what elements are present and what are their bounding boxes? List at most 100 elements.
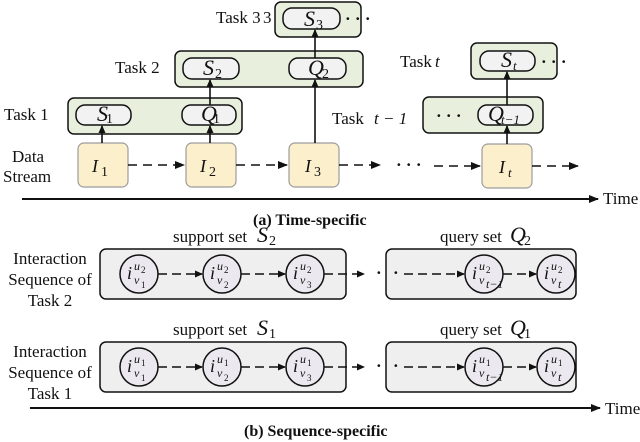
row-task-1-query-node-1-user-symbol: u (479, 352, 485, 366)
row-task-2-label-line-3: Task 2 (28, 291, 73, 310)
task-t-minus-1-query-sub: t−1 (501, 112, 520, 127)
task-t-ellipsis: · · · (541, 52, 567, 71)
task-t-support-sub: t (513, 58, 517, 73)
data-node-2-symbol: I (199, 156, 207, 176)
row-task-2-query-label: query set (440, 227, 502, 246)
row-task-2-query-node-1-user-sub: 2 (486, 265, 491, 275)
row-task-2-support-sub: 2 (269, 234, 276, 249)
row-task-2-label-line-1: Interaction (13, 249, 87, 268)
task-t-support-symbol: S (501, 47, 512, 72)
row-task-1-query-label: query set (440, 320, 502, 339)
row-task-2-support-node-1-item-v-sub: 1 (141, 280, 146, 290)
row-task-2-ellipsis-2: · (393, 263, 399, 282)
data-node-3-sub: 3 (314, 165, 321, 180)
task-1-support-symbol: S (97, 101, 108, 126)
caption-a: (a) Time-specific (253, 212, 367, 229)
row-task-1-ellipsis: · (376, 356, 382, 375)
data-node-1-sub: 1 (101, 165, 108, 180)
row-task-1-support-symbol: S (257, 315, 268, 340)
data-node-1-symbol: I (91, 156, 99, 176)
row-task-1-support-node-3-item-v-sub: 3 (307, 373, 312, 383)
data-stream-label-line1: Data (12, 147, 45, 166)
time-axis-b-label: Time (605, 399, 640, 418)
row-task-2-support-node-3-item-v: v (300, 273, 306, 287)
row-task-2-query-node-1-user-symbol: u (479, 259, 485, 273)
row-task-1-query-node-2-user-symbol: u (551, 352, 557, 366)
row-task-2-support-node-3-user-symbol: u (300, 259, 306, 273)
task-2-query-sub: 2 (322, 67, 329, 82)
row-task-2-support-node-2-user-symbol: u (217, 259, 223, 273)
row-task-1-query-node-2-item-symbol: i (544, 356, 549, 376)
task-3-number: 3 (263, 8, 272, 27)
row-task-2-support-label: support set (173, 227, 247, 246)
row-task-2-query-node-2-user-symbol: u (551, 259, 557, 273)
row-task-2-query-sub: 2 (524, 234, 531, 249)
row-task-1-support-node-1-user-symbol: u (134, 352, 140, 366)
row-task-1-support-node-1-item-symbol: i (127, 356, 132, 376)
row-task-1-support-node-3-user-sub: 1 (307, 358, 312, 368)
row-task-1-support-node-3-user-symbol: u (300, 352, 306, 366)
task-3-ellipsis: · · · (345, 9, 371, 28)
task-t-minus-1-ellipsis: · · · (436, 106, 462, 125)
row-task-2-label-line-2: Sequence of (8, 270, 92, 289)
task-2-support-sub: 2 (215, 67, 222, 82)
row-task-1-support-node-1-item-v-sub: 1 (141, 373, 146, 383)
row-task-2-query-node-2-item-v: v (551, 273, 557, 287)
task-3-group: Task 3 3 S 3 · · · (216, 1, 371, 38)
row-task-1-query-node-1-item-v-sub: t−1 (486, 370, 503, 384)
task-t-minus-1-group: Task t − 1 · · · Q t−1 (332, 96, 544, 134)
stream-ellipsis: · · · (396, 155, 422, 174)
row-task-2-support-symbol: S (257, 222, 268, 247)
row-task-2-support-node-1-item-symbol: i (127, 263, 132, 283)
row-task-2-query-node-2 (536, 254, 576, 294)
task-t-group: Task t S t · · · (400, 42, 567, 80)
row-task-1-query-node-1-item-symbol: i (472, 356, 477, 376)
row-task-1-query-symbol: Q (510, 315, 526, 340)
row-task-2-support-node-3-item-symbol: i (293, 263, 298, 283)
row-task-1-query-node-1-item-v: v (479, 366, 485, 380)
row-task-2-support-node-2-item-symbol: i (210, 263, 215, 283)
time-axis-a-label: Time (603, 189, 638, 208)
row-task-1-support-node-3-item-symbol: i (293, 356, 298, 376)
task-1-query-symbol: Q (201, 101, 217, 126)
row-task-1-support-node-2-user-symbol: u (217, 352, 223, 366)
task-3-label: Task 3 (216, 8, 261, 27)
data-node-2-sub: 2 (209, 165, 216, 180)
caption-b: (b) Sequence-specific (244, 423, 388, 440)
row-task-2-support-node-1-user-sub: 2 (141, 265, 146, 275)
row-task-1-support-node-1-item-v: v (134, 366, 140, 380)
row-task-1-ellipsis-2: · (393, 356, 399, 375)
row-task-2-query-node-2-item-symbol: i (544, 263, 549, 283)
row-task-2-query-node-2-user-sub: 2 (558, 265, 563, 275)
row-task-1-support-node-1-user-sub: 1 (141, 358, 146, 368)
task-1-group: Task 1 S 1 Q 1 (4, 97, 243, 135)
row-task-1-query-node-2 (536, 347, 576, 387)
row-task-2-support-node-2-user-sub: 2 (224, 265, 229, 275)
row-task-2-support-node-3-item-v-sub: 3 (307, 280, 312, 290)
row-task-2-query-node-1-item-symbol: i (472, 263, 477, 283)
task-2-support-symbol: S (203, 55, 214, 80)
task-1-query-sub: 1 (213, 112, 220, 127)
task-2-label: Task 2 (115, 58, 160, 77)
row-task-1-support-node-2-user-sub: 1 (224, 358, 229, 368)
row-task-1-query-node-2-user-sub: 1 (558, 358, 563, 368)
row-task-2-query-symbol: Q (510, 222, 526, 247)
part-a-time-specific: Task 3 3 S 3 · · · Task 2 S 2 Q 2 Task 1… (3, 1, 638, 229)
task-t-minus-1-label: Task (332, 109, 364, 128)
data-stream-label-line2: Stream (3, 167, 51, 186)
data-node-t-symbol: I (498, 157, 506, 177)
row-task-1-support-node-3-item-v: v (300, 366, 306, 380)
row-task-1-support-label: support set (173, 320, 247, 339)
row-task-1-query-node-1-user-sub: 1 (486, 358, 491, 368)
row-task-1-query-sub: 1 (524, 327, 531, 342)
data-node-3-symbol: I (304, 156, 312, 176)
row-task-1-support-node-2-item-symbol: i (210, 356, 215, 376)
data-node-t (481, 143, 533, 189)
row-task-2-support-node-1-item-v: v (134, 273, 140, 287)
row-task-1-label-line-1: Interaction (13, 342, 87, 361)
row-task-1-label-line-3: Task 1 (28, 384, 73, 403)
row-task-1-support-node-2-item-v-sub: 2 (224, 373, 229, 383)
task-1-label: Task 1 (4, 105, 49, 124)
row-task-1-support-sub: 1 (269, 327, 276, 342)
